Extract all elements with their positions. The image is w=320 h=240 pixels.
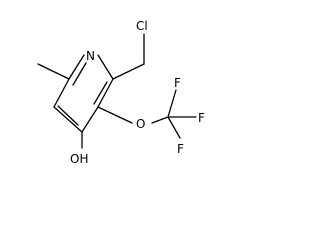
bond-c6-n1	[68, 54, 85, 80]
atom-cl-label: Cl	[136, 19, 148, 33]
atom-o-ether-label: O	[136, 117, 145, 131]
bond-n1-c2	[97, 54, 114, 80]
bond-c2-ch2	[112, 63, 145, 80]
bond-c3-c4	[81, 106, 99, 133]
bond-cf3-f1	[167, 89, 177, 118]
atom-n-label: N	[86, 49, 95, 63]
bond-o-cf3	[151, 116, 169, 124]
bond-c2-c3	[97, 78, 114, 108]
atom-f2-label: F	[198, 111, 205, 125]
bond-cf3-f3	[167, 116, 181, 139]
bond-c2-c3-double	[93, 81, 108, 105]
bond-n1-c6-double	[72, 62, 87, 86]
bond-c4-c5-double	[57, 105, 79, 126]
atom-oh-label: OH	[70, 152, 88, 166]
atom-f1-label: F	[174, 76, 181, 90]
bond-c4-c5	[53, 106, 83, 133]
bond-c5-c6	[53, 78, 70, 108]
bond-c3-o	[97, 106, 133, 124]
bond-c6-methyl	[37, 63, 70, 80]
atom-f3-label: F	[177, 142, 184, 156]
chemical-structure: N Cl O F F F OH	[37, 19, 205, 166]
